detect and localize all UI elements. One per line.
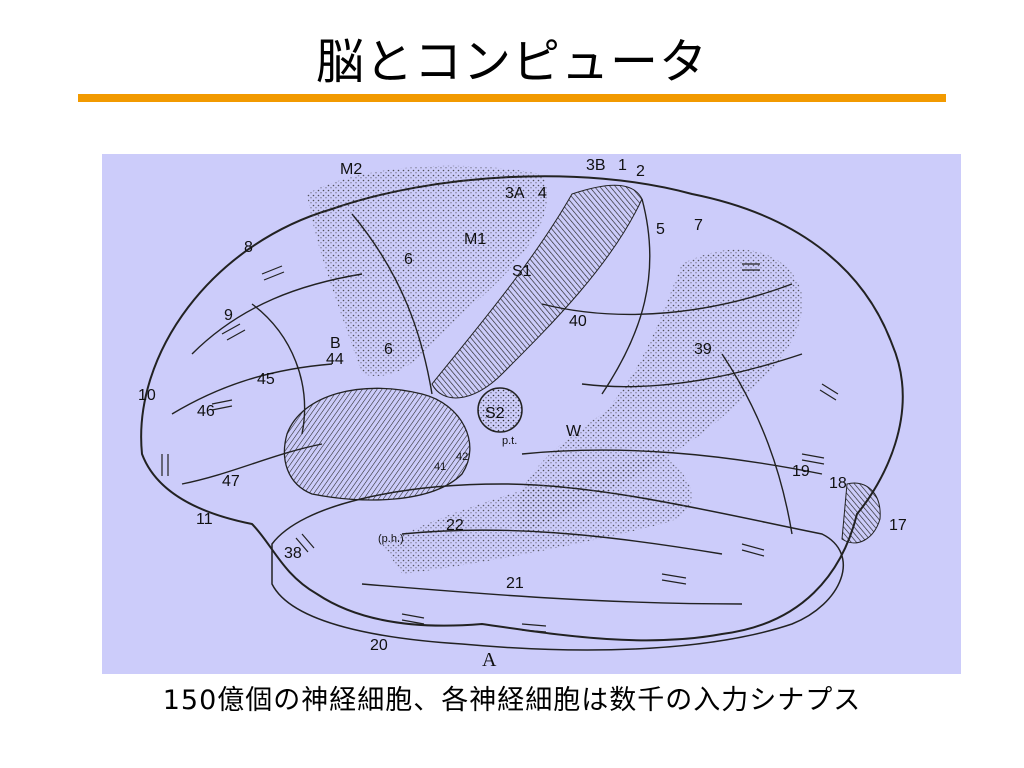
label-38: 38	[284, 545, 302, 562]
hatched-area-s1	[431, 184, 643, 399]
label-a: A	[482, 649, 497, 671]
label-20: 20	[370, 637, 388, 654]
area-labels: M2 3B 1 2 3A 4 M1 5 7 8 6 S1 9 40 B 44 6…	[138, 157, 907, 671]
label-39: 39	[694, 341, 712, 358]
label-m1: M1	[464, 231, 486, 248]
label-m2: M2	[340, 161, 362, 178]
title-underline	[78, 94, 946, 102]
dotted-area-temporal	[382, 454, 692, 574]
label-47: 47	[222, 473, 240, 490]
label-19: 19	[792, 463, 810, 480]
label-42: 42	[456, 451, 468, 463]
label-4: 4	[538, 185, 547, 202]
label-45: 45	[257, 371, 275, 388]
label-ph: (p.h.)	[378, 533, 404, 545]
label-10: 10	[138, 387, 156, 404]
brain-illustration: M2 3B 1 2 3A 4 M1 5 7 8 6 S1 9 40 B 44 6…	[138, 157, 907, 671]
label-22: 22	[446, 517, 464, 534]
label-17: 17	[889, 517, 907, 534]
label-40: 40	[569, 313, 587, 330]
hatched-area-insula	[283, 387, 471, 501]
slide-title: 脳とコンピュータ	[315, 34, 708, 90]
label-18: 18	[829, 475, 847, 492]
label-6-lower: 6	[384, 341, 393, 358]
label-s2: S2	[485, 405, 505, 422]
label-21: 21	[506, 575, 524, 592]
label-5: 5	[656, 221, 665, 238]
label-6-upper: 6	[404, 251, 413, 268]
label-s1: S1	[512, 263, 532, 280]
label-3b: 3B	[586, 157, 606, 174]
label-w: W	[566, 423, 582, 440]
label-1: 1	[618, 157, 627, 174]
brain-diagram: M2 3B 1 2 3A 4 M1 5 7 8 6 S1 9 40 B 44 6…	[102, 154, 961, 674]
dotted-area-parietal	[516, 249, 803, 535]
temporal-lobe	[271, 483, 844, 651]
gyrus-marks	[161, 263, 839, 633]
label-9: 9	[224, 307, 233, 324]
label-b: B	[330, 335, 341, 352]
label-3a: 3A	[505, 185, 525, 202]
label-44: 44	[326, 351, 344, 368]
label-7: 7	[694, 217, 703, 234]
hatched-area-17	[841, 482, 881, 544]
label-2: 2	[636, 163, 645, 180]
area-s2-circle	[477, 387, 523, 433]
label-pt: p.t.	[502, 435, 517, 447]
sulci-lines	[171, 198, 823, 605]
dotted-area-frontal	[307, 165, 548, 376]
slide-caption: 150億個の神経細胞、各神経細胞は数千の入力シナプス	[162, 685, 862, 716]
label-46: 46	[197, 403, 215, 420]
label-11: 11	[196, 511, 213, 528]
label-41: 41	[434, 461, 446, 473]
label-8: 8	[244, 239, 253, 256]
